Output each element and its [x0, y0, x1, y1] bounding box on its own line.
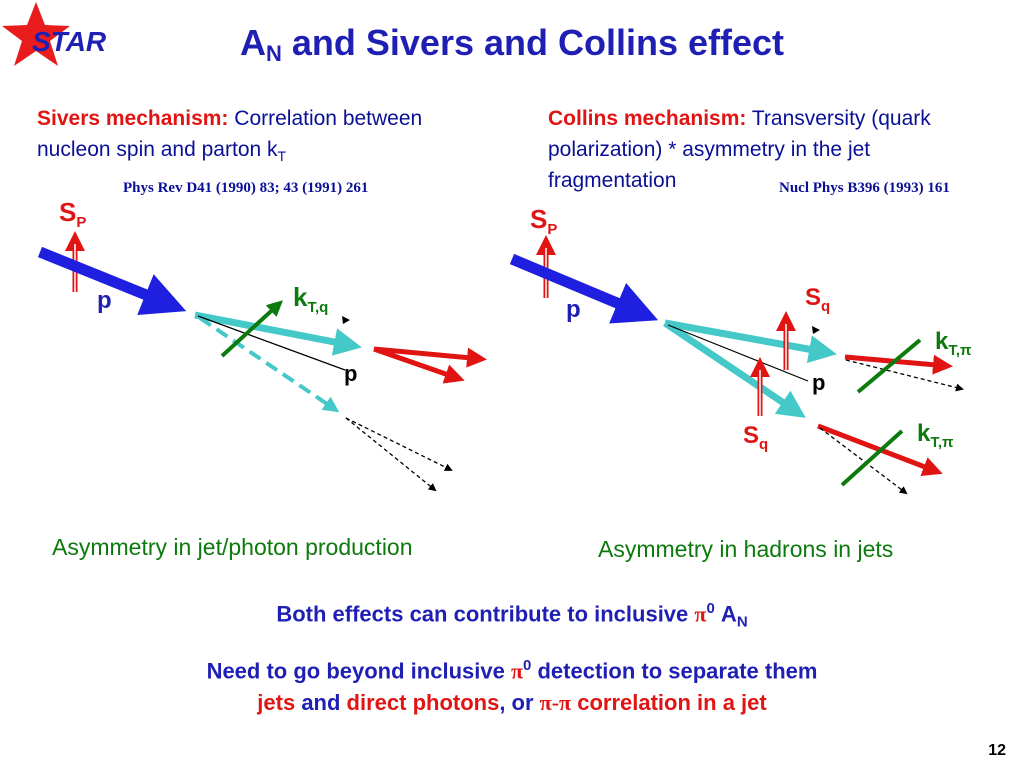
collins-axis-p-label: p: [812, 370, 826, 395]
sivers-kt-label: kT,q: [293, 282, 329, 317]
collins-quark-upper: [664, 319, 837, 364]
sivers-quark-arrow: [194, 311, 362, 356]
collins-reference: Nucl Phys B396 (1993) 161: [779, 180, 950, 196]
sivers-jet-upper: [373, 346, 487, 368]
jets-text: jets: [257, 690, 296, 715]
sivers-proton-spin-label: SP: [59, 197, 87, 232]
sivers-heading: Sivers mechanism:: [37, 107, 229, 130]
collins-proton-beam-arrow: [509, 253, 659, 324]
collins-diagram: [509, 235, 964, 495]
sivers-reference: Phys Rev D41 (1990) 83; 43 (1991) 261: [123, 180, 369, 196]
sivers-caption: Asymmetry in jet/photon production: [52, 534, 413, 560]
collins-description: Collins mechanism: Transversity (quark p…: [548, 107, 931, 192]
summary-line-2: Need to go beyond inclusive π0 detection…: [206, 657, 818, 684]
star-logo-text: STAR: [32, 26, 107, 57]
sivers-kt-arrow: [220, 300, 283, 358]
collins-kt-upper-label: kT,π: [935, 328, 972, 359]
collins-quark-spin-lower-label: Sq: [743, 422, 769, 453]
sivers-jet-lower: [373, 346, 465, 384]
page-title: AN and Sivers and Collins effect: [239, 22, 785, 66]
collins-kt-lower-label: kT,π: [917, 420, 954, 451]
collins-proton-spin-label: SP: [530, 204, 558, 239]
sivers-outgoing-dashed: [198, 316, 340, 413]
sivers-diagram: [37, 231, 487, 492]
page-number: 12: [988, 742, 1006, 759]
direct-photons-text: direct photons: [346, 690, 500, 715]
sivers-axis-line: [197, 315, 346, 371]
star-logo-icon: [2, 2, 70, 66]
collins-axis-line: [667, 324, 809, 382]
summary-line-1: Both effects can contribute to inclusive…: [276, 600, 748, 631]
collins-hadron-lower: [817, 423, 943, 476]
collins-quark-spin-upper-label: Sq: [805, 284, 831, 315]
sivers-proton-label: p: [97, 287, 112, 314]
collins-kt-lower: [840, 429, 904, 487]
collins-caption: Asymmetry in hadrons in jets: [598, 536, 894, 562]
collins-heading: Collins mechanism:: [548, 107, 747, 130]
sivers-axis-p-label: p: [344, 361, 358, 386]
sivers-description: Sivers mechanism: Correlation between nu…: [37, 107, 423, 165]
summary-line-3: jets and direct photons, or π-π correlat…: [257, 690, 767, 715]
collins-proton-label: p: [566, 296, 581, 323]
collins-kt-upper: [856, 338, 922, 394]
sivers-proton-beam-arrow: [37, 246, 187, 316]
collins-quark-lower: [663, 320, 806, 418]
